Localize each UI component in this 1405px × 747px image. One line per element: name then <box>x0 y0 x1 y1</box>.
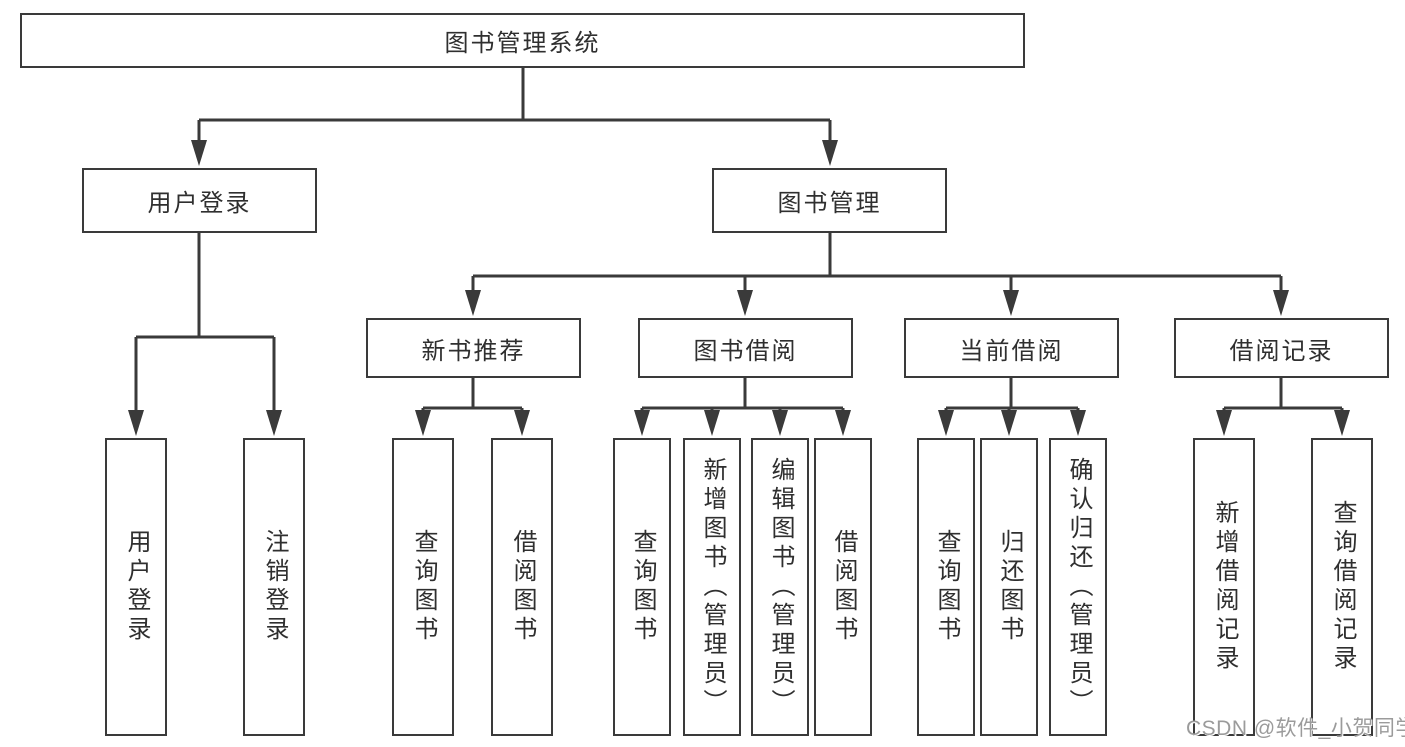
node-book-management: 图书管理 <box>712 168 947 233</box>
leaf-query-borrow-record: 查询借阅记录 <box>1311 438 1373 736</box>
node-book-borrow: 图书借阅 <box>638 318 853 378</box>
arrowheads <box>128 140 1350 436</box>
leaf-logout: 注销登录 <box>243 438 305 736</box>
leaf-borrow-book-recommend: 借阅图书 <box>491 438 553 736</box>
node-root: 图书管理系统 <box>20 13 1025 68</box>
node-root-label: 图书管理系统 <box>444 30 601 57</box>
leaf-return-book: 归还图书 <box>980 438 1038 736</box>
leaf-user-login: 用户登录 <box>105 438 167 736</box>
leaf-edit-book-admin: 编辑图书（管理员） <box>751 438 809 736</box>
node-current-borrow: 当前借阅 <box>904 318 1119 378</box>
node-user-login-label: 用户登录 <box>147 190 252 217</box>
leaf-query-book-recommend: 查询图书 <box>392 438 454 736</box>
node-current-borrow-label: 当前借阅 <box>959 337 1064 365</box>
leaf-query-book-borrow: 查询图书 <box>613 438 671 736</box>
node-book-management-label: 图书管理 <box>777 190 882 217</box>
node-borrow-record: 借阅记录 <box>1174 318 1389 378</box>
leaf-add-book-admin: 新增图书（管理员） <box>683 438 741 736</box>
node-new-book-recommend: 新书推荐 <box>366 318 581 378</box>
node-new-book-recommend-label: 新书推荐 <box>421 337 526 365</box>
leaf-query-book-current: 查询图书 <box>917 438 975 736</box>
leaf-borrow-book: 借阅图书 <box>814 438 872 736</box>
node-book-borrow-label: 图书借阅 <box>693 337 798 365</box>
leaf-confirm-return-admin: 确认归还（管理员） <box>1049 438 1107 736</box>
node-borrow-record-label: 借阅记录 <box>1229 337 1334 365</box>
leaf-add-borrow-record: 新增借阅记录 <box>1193 438 1255 736</box>
node-user-login: 用户登录 <box>82 168 317 233</box>
csdn-watermark: CSDN @软件_小贺同学 <box>1186 717 1405 740</box>
